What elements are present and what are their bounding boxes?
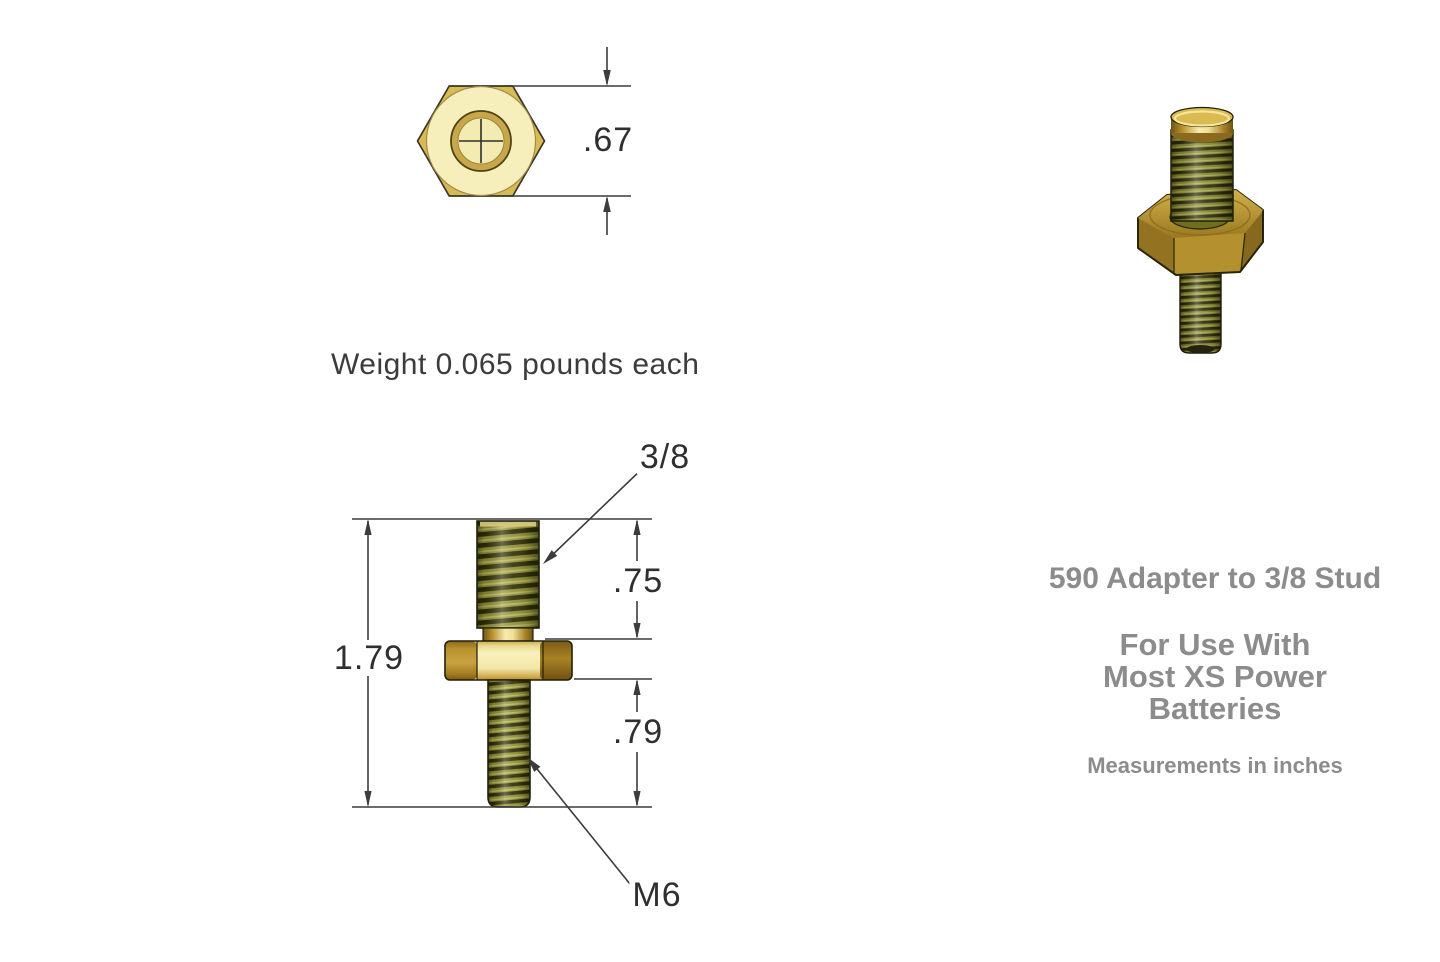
dim-top-view-height: .67 (579, 123, 637, 157)
top-view-dimension (508, 47, 631, 235)
render-lower-stud (1179, 259, 1222, 354)
dim-upper-stud-length: .75 (609, 564, 667, 598)
dim-overall-length: 1.79 (330, 641, 408, 675)
product-title: 590 Adapter to 3/8 Stud (1048, 562, 1382, 595)
side-view-dimensions (352, 465, 652, 885)
center-cross (459, 119, 503, 163)
subtitle-line-2: Most XS Power (1103, 659, 1327, 694)
dim-lower-stud-length: .79 (609, 715, 667, 749)
weight-note: Weight 0.065 pounds each (331, 348, 700, 381)
collar (482, 627, 534, 642)
subtitle-line-1: For Use With (1119, 627, 1311, 662)
label-lower-thread: M6 (629, 878, 685, 912)
subtitle-line-3: Batteries (1148, 691, 1282, 726)
top-view-hex-nut (416, 85, 546, 197)
measurement-units-note: Measurements in inches (1087, 753, 1343, 778)
render-3d (1137, 106, 1264, 354)
side-view-part (444, 520, 573, 808)
product-subtitle: For Use With Most XS Power Batteries (1015, 629, 1415, 725)
label-upper-thread: 3/8 (636, 440, 694, 474)
